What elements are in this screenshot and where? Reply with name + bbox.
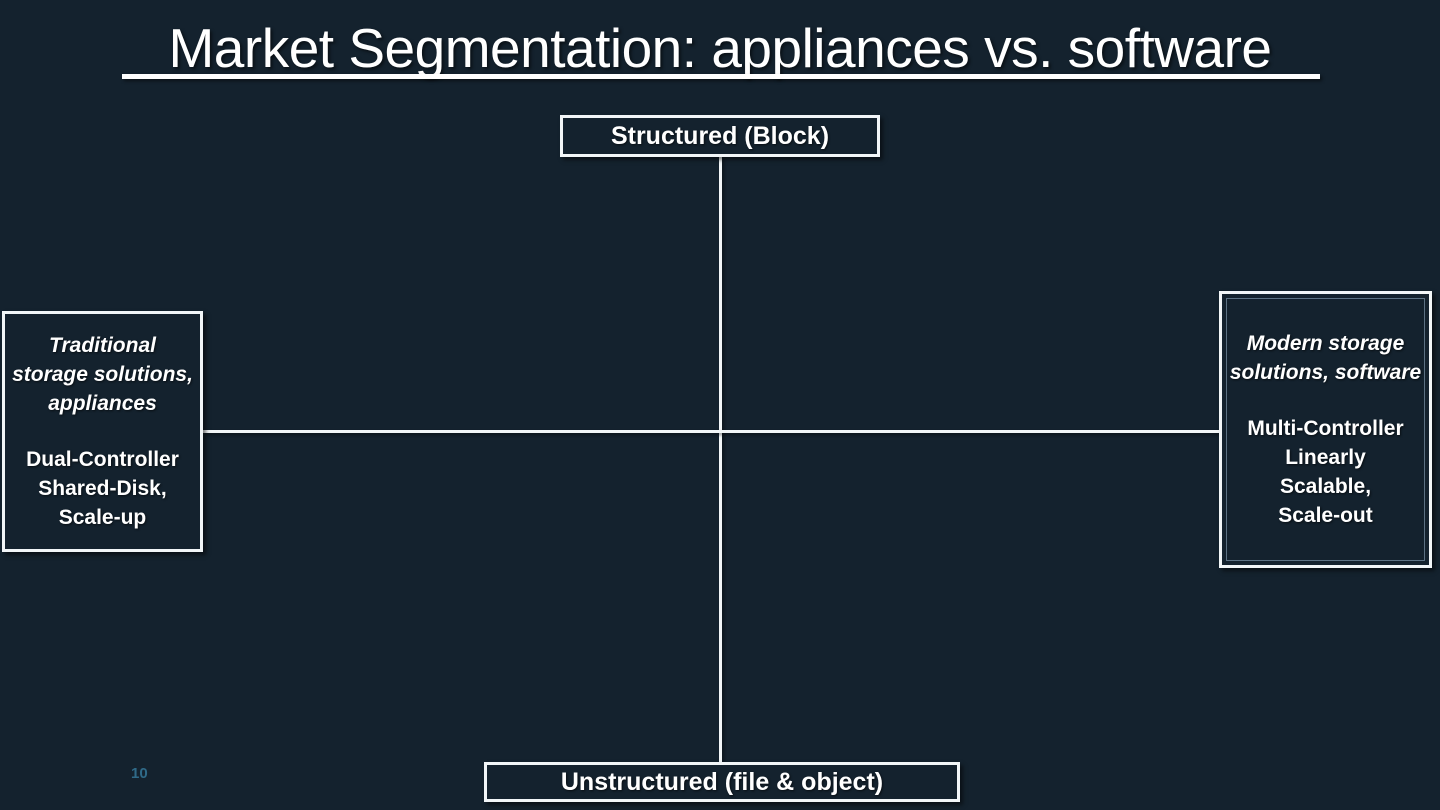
quadrant-body-traditional: Dual-Controller Shared-Disk, Scale-up: [26, 448, 179, 529]
quadrant-heading-modern: Modern storage solutions, software: [1229, 332, 1422, 384]
page-title: Market Segmentation: appliances vs. soft…: [168, 17, 1272, 79]
slide-number: 10: [131, 765, 148, 782]
axis-label-unstructured: Unstructured (file & object): [560, 768, 884, 796]
quadrant-body-modern: Multi-Controller Linearly Scalable, Scal…: [1247, 417, 1404, 527]
title-underline: [122, 74, 1320, 79]
axis-label-structured: Structured (Block): [610, 122, 830, 150]
axis-label-box-structured[interactable]: Structured (Block): [560, 115, 880, 157]
vertical-axis-line: [719, 156, 722, 762]
axis-label-box-unstructured[interactable]: Unstructured (file & object): [484, 762, 960, 802]
quadrant-heading-traditional: Traditional storage solutions, appliance…: [12, 334, 193, 415]
horizontal-axis-line: [203, 430, 1221, 433]
quadrant-box-modern[interactable]: Modern storage solutions, software Multi…: [1219, 291, 1432, 568]
quadrant-box-traditional[interactable]: Traditional storage solutions, appliance…: [2, 311, 203, 552]
